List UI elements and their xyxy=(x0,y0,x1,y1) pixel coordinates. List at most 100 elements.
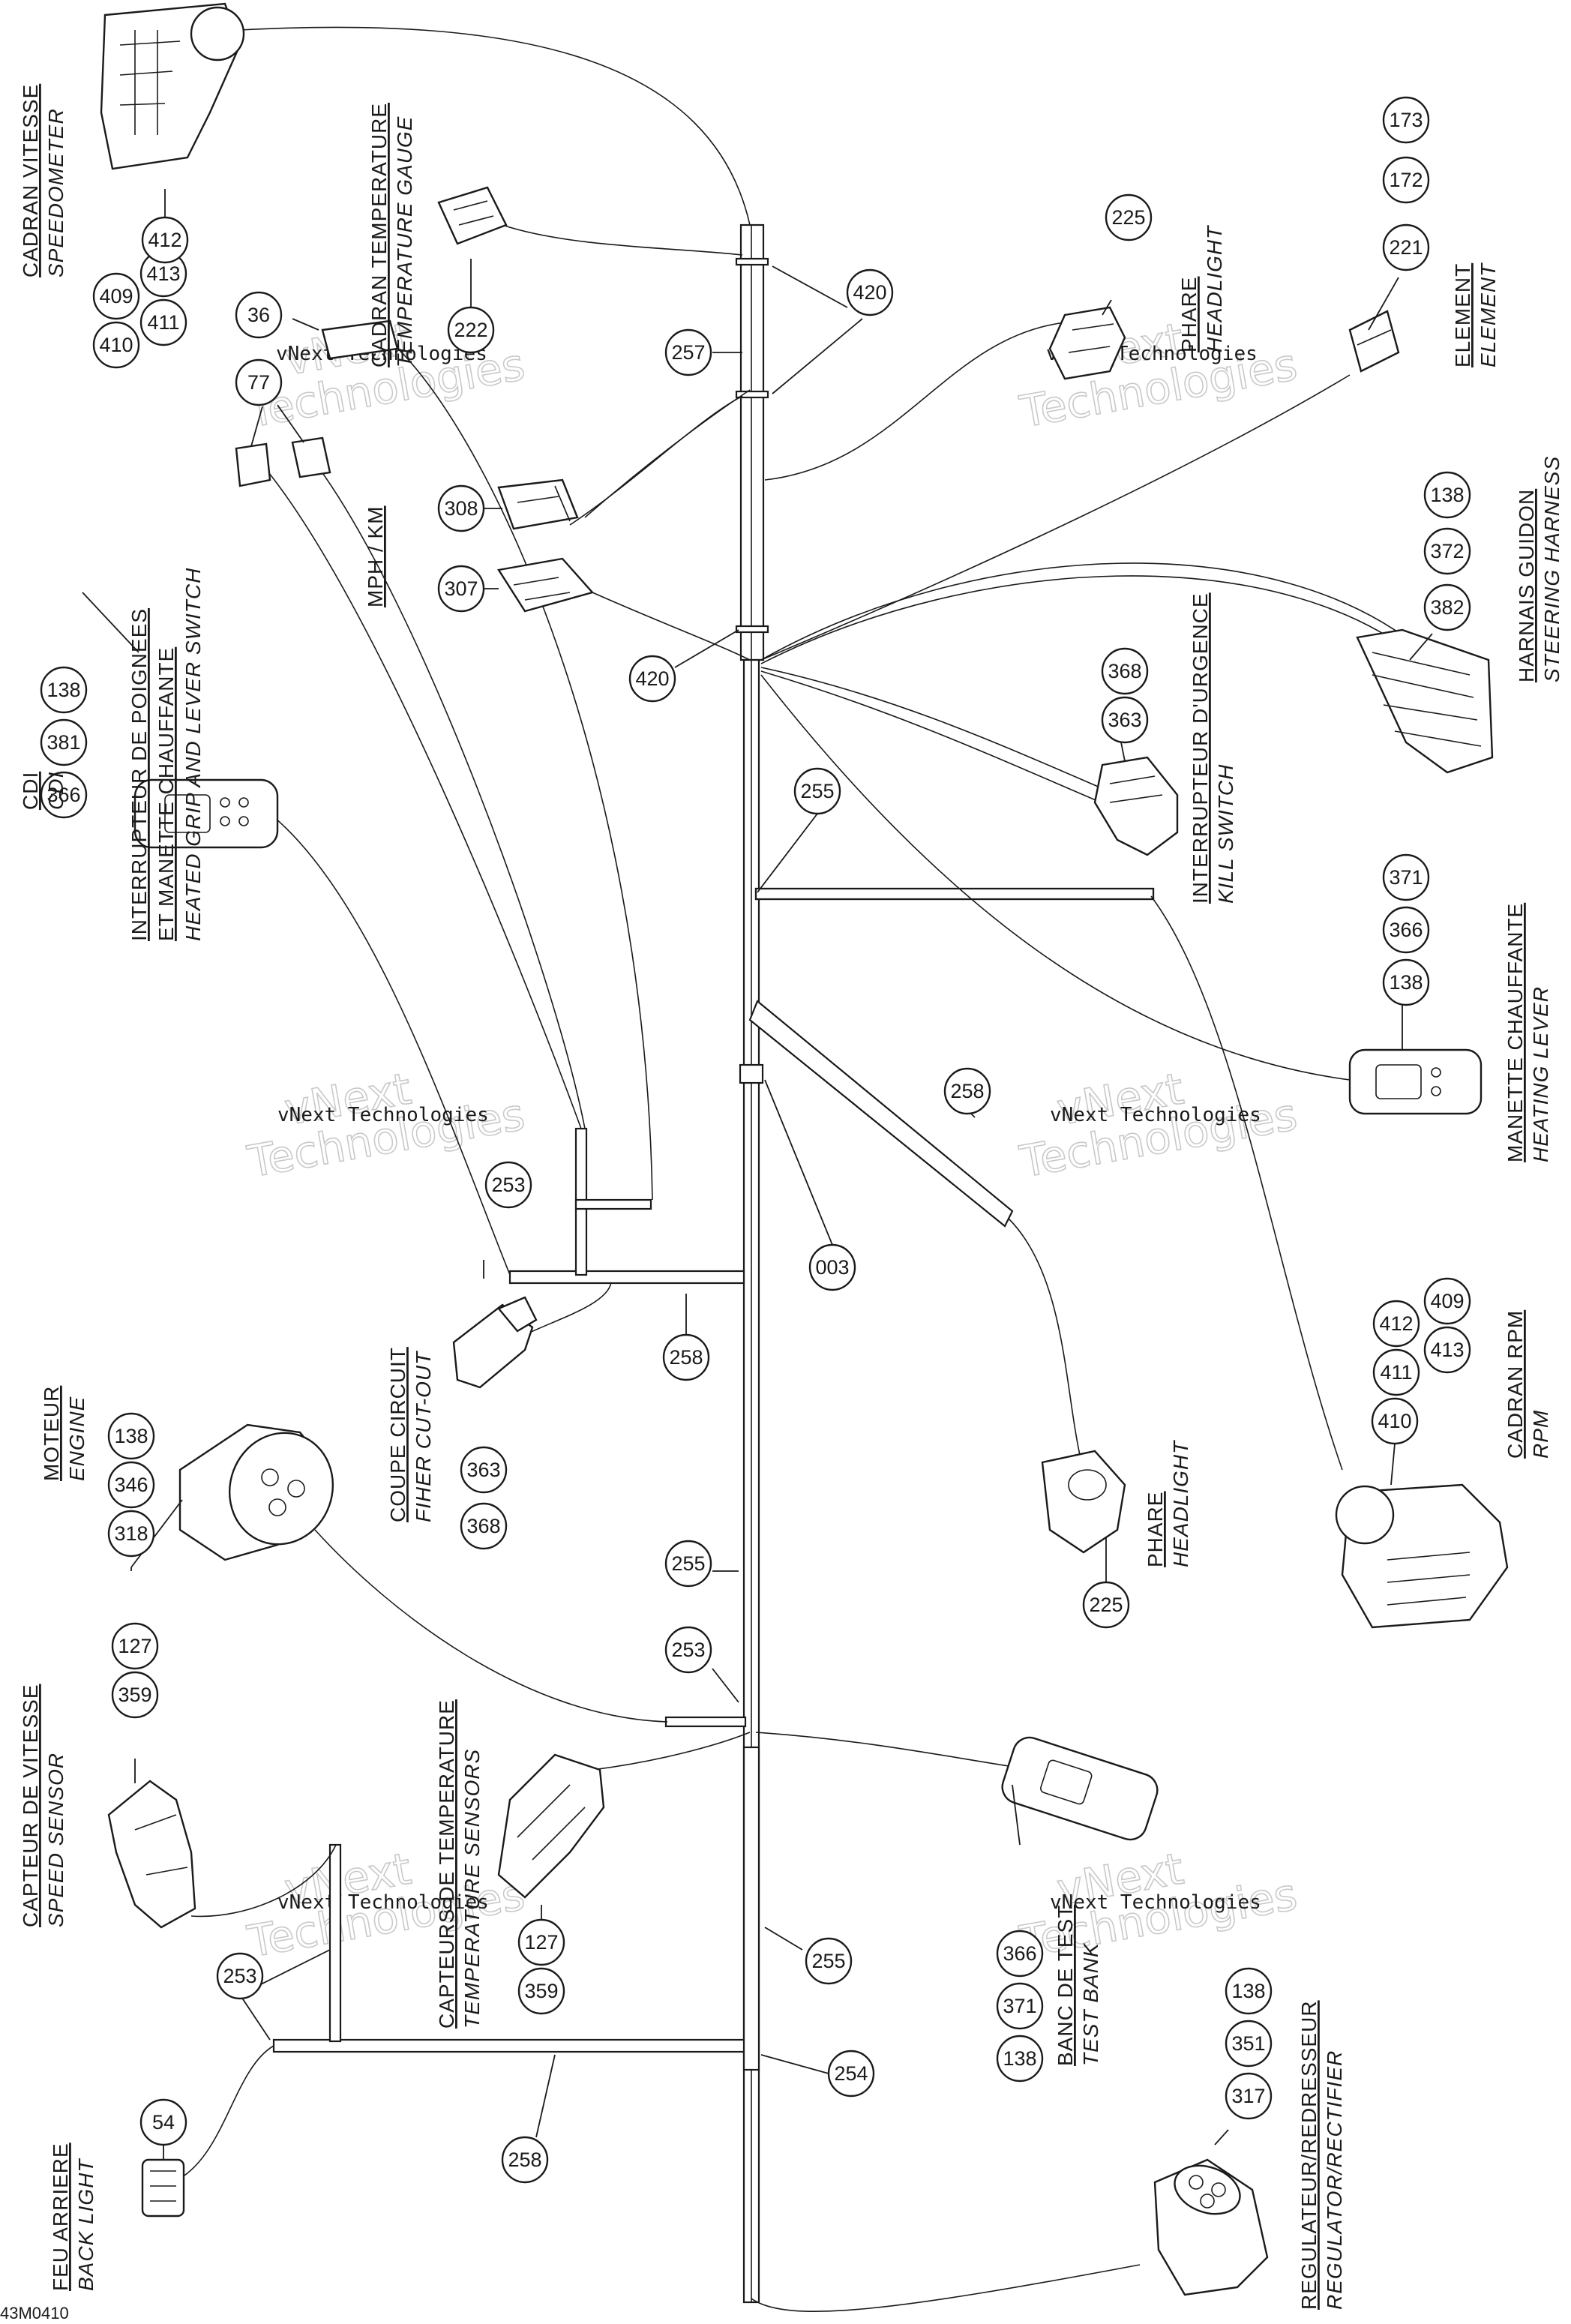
svg-text:138: 138 xyxy=(1003,2047,1036,2070)
svg-text:258: 258 xyxy=(950,1080,984,1102)
harness-callout: 003 xyxy=(808,1243,856,1291)
svg-text:359: 359 xyxy=(118,1684,151,1706)
heated-grip-connector-77a xyxy=(235,442,271,487)
harness-callout: 258 xyxy=(501,2136,549,2184)
svg-text:366: 366 xyxy=(46,784,80,806)
label-fr: CADRAN RPM xyxy=(1504,1310,1527,1459)
callout: 138 xyxy=(40,666,88,714)
svg-text:359: 359 xyxy=(524,1980,558,2002)
component-labels: CADRAN VITESSE SPEEDOMETER CADRAN TEMPER… xyxy=(19,84,1564,2310)
label-fr: FEU ARRIERE xyxy=(49,2143,72,2291)
branch-258-diagonal xyxy=(748,1000,1014,1228)
label-en: BACK LIGHT xyxy=(74,2158,97,2291)
callout: 412 xyxy=(1372,1300,1420,1348)
back-light-connector xyxy=(141,2158,185,2218)
svg-text:420: 420 xyxy=(635,667,669,690)
callout: 368 xyxy=(1101,647,1149,695)
heating-lever-connector xyxy=(1348,1048,1483,1115)
callout: 351 xyxy=(1225,2020,1273,2068)
svg-text:412: 412 xyxy=(1379,1312,1413,1335)
svg-text:351: 351 xyxy=(1231,2032,1265,2055)
label-en: HEATED GRIP AND LEVER SWITCH xyxy=(181,568,205,941)
callout: 413 xyxy=(1423,1326,1471,1374)
callout: 173 xyxy=(1382,96,1430,144)
callout: 366 xyxy=(40,771,88,819)
mph-km-connector-308 xyxy=(497,478,579,530)
label-fr: CAPTEUR DE VITESSE xyxy=(19,1684,42,1927)
connectors xyxy=(100,2,1509,2296)
svg-text:381: 381 xyxy=(46,731,80,754)
callout: 225 xyxy=(1105,193,1153,241)
callout: 308 xyxy=(437,484,485,532)
harness-callout: 253 xyxy=(216,1952,264,2000)
label-fr: CADRAN VITESSE xyxy=(19,84,42,277)
rpm-connector xyxy=(1335,1483,1509,1629)
label-en: HEADLIGHT xyxy=(1203,225,1226,352)
callout: 77 xyxy=(235,358,283,406)
svg-text:412: 412 xyxy=(148,229,181,251)
label-en: TEST BANK xyxy=(1079,1942,1102,2066)
label-fr: BANC DE TEST xyxy=(1054,1905,1077,2066)
label-fr: MANETTE CHAUFFANTE xyxy=(1504,903,1527,1162)
harness-callout: 253 xyxy=(484,1161,532,1209)
trunk-splice-003 xyxy=(739,1063,764,1084)
label-fr: CADRAN TEMPERATURE xyxy=(367,103,391,367)
svg-text:363: 363 xyxy=(1108,709,1141,731)
callout: 221 xyxy=(1382,223,1430,271)
label-fr: INTERRUPTEUR DE POIGNEES xyxy=(127,608,151,941)
label-en: ENGINE xyxy=(65,1396,88,1481)
label-fr: PHARE xyxy=(1144,1492,1167,1567)
svg-text:138: 138 xyxy=(114,1425,148,1447)
callout: 409 xyxy=(92,272,140,320)
fiher-cut-out-connector xyxy=(452,1296,538,1389)
callout: 366 xyxy=(1382,906,1430,954)
svg-text:410: 410 xyxy=(99,334,133,356)
label-fr: ELEMENT xyxy=(1451,263,1474,367)
branch-258-lower xyxy=(272,2038,746,2053)
svg-text:138: 138 xyxy=(46,679,80,701)
callout: 172 xyxy=(1382,156,1430,204)
svg-text:77: 77 xyxy=(247,371,270,394)
svg-text:411: 411 xyxy=(147,311,179,334)
branch-253-lower xyxy=(664,1716,747,1728)
label-en: STEERING HARNESS xyxy=(1540,456,1564,682)
element-connector xyxy=(1348,310,1400,373)
svg-text:257: 257 xyxy=(671,341,705,364)
svg-text:318: 318 xyxy=(114,1522,148,1545)
label-en: ELEMENT xyxy=(1477,262,1500,367)
headlight-top-connector xyxy=(1048,306,1126,380)
label-fr: MOTEUR xyxy=(40,1386,63,1481)
speedometer-connector xyxy=(100,2,245,170)
harness-callout: 253 xyxy=(664,1626,712,1674)
tie-strap xyxy=(735,390,769,399)
callout: 412 xyxy=(141,216,189,264)
callout: 36 xyxy=(235,291,283,339)
watermark-caption: vNext Technologies xyxy=(1050,1891,1261,1914)
svg-text:258: 258 xyxy=(508,2149,541,2171)
svg-text:127: 127 xyxy=(524,1931,558,1954)
label-fr: CAPTEURS DE TEMPERATURE xyxy=(435,1699,458,2029)
callout: 363 xyxy=(1101,696,1149,744)
svg-text:36: 36 xyxy=(247,304,270,326)
kill-switch-connector xyxy=(1093,756,1179,856)
watermark-group: vNext Technologies vNext Technologies vN… xyxy=(243,313,1301,1969)
callout: 138 xyxy=(107,1412,155,1460)
callout: 138 xyxy=(1423,471,1471,519)
mph-km-connector-307 xyxy=(497,557,595,613)
watermark-caption: vNext Technologies xyxy=(1050,1104,1261,1126)
callout: 359 xyxy=(517,1967,565,2015)
svg-text:308: 308 xyxy=(444,497,478,520)
callout: 382 xyxy=(1423,583,1471,631)
svg-text:372: 372 xyxy=(1430,540,1464,562)
label-en: TEMPERATURE GAUGE xyxy=(393,116,416,367)
steering-harness-connector xyxy=(1356,628,1494,774)
svg-text:253: 253 xyxy=(491,1174,525,1196)
label-en: HEATING LEVER xyxy=(1529,986,1552,1162)
callout: 222 xyxy=(447,306,495,354)
callout: 307 xyxy=(437,565,485,613)
svg-text:127: 127 xyxy=(118,1635,151,1657)
callout: 409 xyxy=(1423,1277,1471,1325)
branch-258-mid xyxy=(508,1270,745,1285)
branch-253-horizontal xyxy=(574,1198,652,1210)
